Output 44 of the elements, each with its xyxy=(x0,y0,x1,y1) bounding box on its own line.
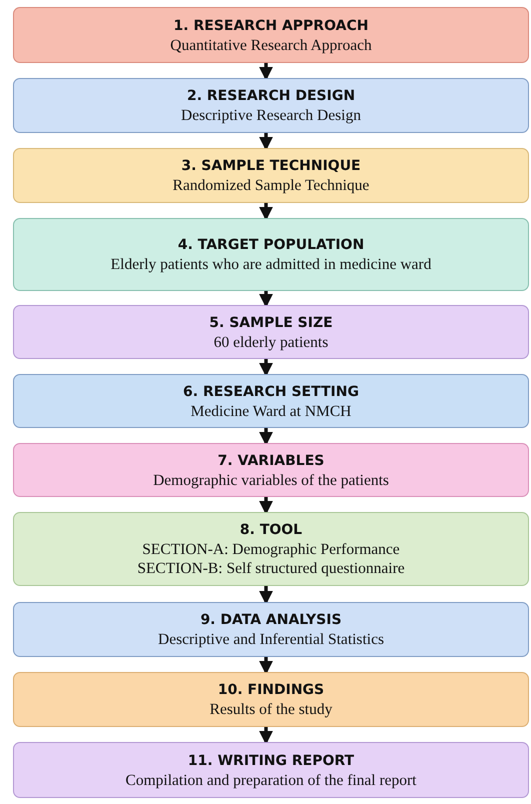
step-description: Descriptive and Inferential Statistics xyxy=(158,630,384,649)
arrow xyxy=(259,203,273,221)
arrow xyxy=(259,657,273,675)
step-title: 6. RESEARCH SETTING xyxy=(183,382,359,402)
step-box xyxy=(13,218,529,291)
step-title: 9. DATA ANALYSIS xyxy=(200,611,342,630)
step-box xyxy=(13,672,529,727)
arrow xyxy=(259,428,273,446)
step-description: SECTION-B: Self structured questionnaire xyxy=(137,559,405,578)
step-description: Quantitative Research Approach xyxy=(170,36,372,54)
step-box xyxy=(13,148,529,203)
step-box xyxy=(13,374,529,428)
step-description: Elderly patients who are admitted in medicine ward xyxy=(110,255,432,274)
step-box xyxy=(13,742,529,798)
step-title: 1. RESEARCH APPROACH xyxy=(174,16,368,36)
arrow xyxy=(259,497,273,515)
step-title: 10. FINDINGS xyxy=(218,681,324,700)
step-description: Compilation and preparation of the final report xyxy=(126,770,416,790)
step-box xyxy=(13,78,529,133)
step-title: 11. WRITING REPORT xyxy=(188,752,354,770)
step-box xyxy=(13,512,529,586)
step-title: 7. VARIABLES xyxy=(218,452,324,470)
step-box xyxy=(13,602,529,657)
step-description: 60 elderly patients xyxy=(214,332,328,352)
step-title: 5. SAMPLE SIZE xyxy=(209,314,333,332)
step-box xyxy=(13,7,529,63)
step-description: Descriptive Research Design xyxy=(181,106,361,125)
arrow xyxy=(259,586,273,605)
arrow xyxy=(259,63,273,81)
arrow xyxy=(259,133,273,151)
arrow xyxy=(259,727,273,745)
step-box xyxy=(13,443,529,497)
step-description: Demographic variables of the patients xyxy=(153,470,389,490)
step-description: Randomized Sample Technique xyxy=(172,176,370,195)
arrow xyxy=(259,359,273,377)
arrow xyxy=(259,291,273,308)
step-title: 4. TARGET POPULATION xyxy=(178,236,364,255)
step-title: 2. RESEARCH DESIGN xyxy=(186,87,356,106)
step-description: SECTION-A: Demographic Performance xyxy=(142,540,400,559)
step-title: 3. SAMPLE TECHNIQUE xyxy=(181,157,361,176)
step-description: Results of the study xyxy=(210,700,332,719)
step-title: 8. TOOL xyxy=(240,521,302,540)
step-description: Medicine Ward at NMCH xyxy=(190,402,352,420)
step-box xyxy=(13,305,529,359)
